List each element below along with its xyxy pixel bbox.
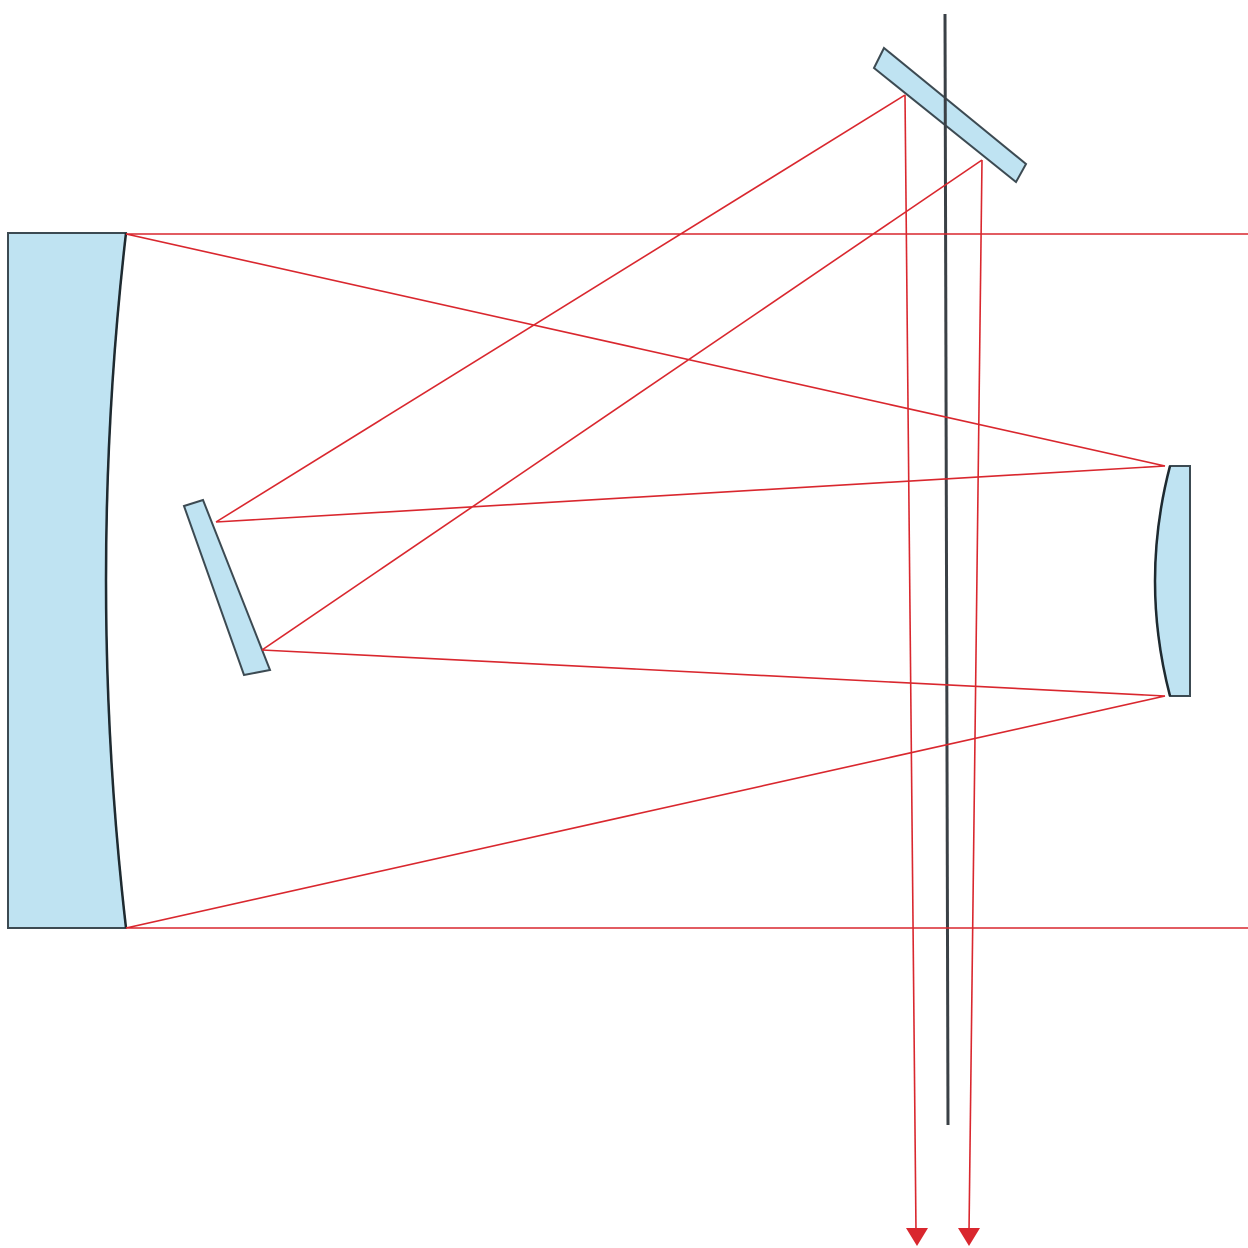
primary-mirror-surface: [104, 232, 128, 929]
ray-fold-left-output: [904, 94, 917, 1233]
ray-secondary-bottom-to-tertiary: [261, 649, 1166, 697]
secondary-mirror-surface: [1153, 465, 1172, 697]
secondary-mirror: [1154, 465, 1191, 697]
ray-group: [125, 94, 1248, 1233]
ray-tertiary-bottom-to-fold: [261, 159, 983, 651]
ray-secondary-top-to-tertiary: [215, 465, 1166, 523]
ray-tertiary-top-to-fold: [215, 94, 906, 523]
ray-primary-bottom-to-secondary: [125, 695, 1166, 929]
ray-fold-right-output: [968, 159, 983, 1233]
tertiary-mirror: [182, 498, 272, 677]
arrowhead-down-right-icon: [958, 1228, 980, 1246]
optical-axis-line: [943, 13, 950, 1126]
ray-primary-top-to-secondary: [125, 233, 1166, 467]
fold-mirror: [872, 46, 1028, 184]
arrowhead-down-left-icon: [906, 1228, 928, 1246]
primary-mirror: [7, 232, 128, 929]
